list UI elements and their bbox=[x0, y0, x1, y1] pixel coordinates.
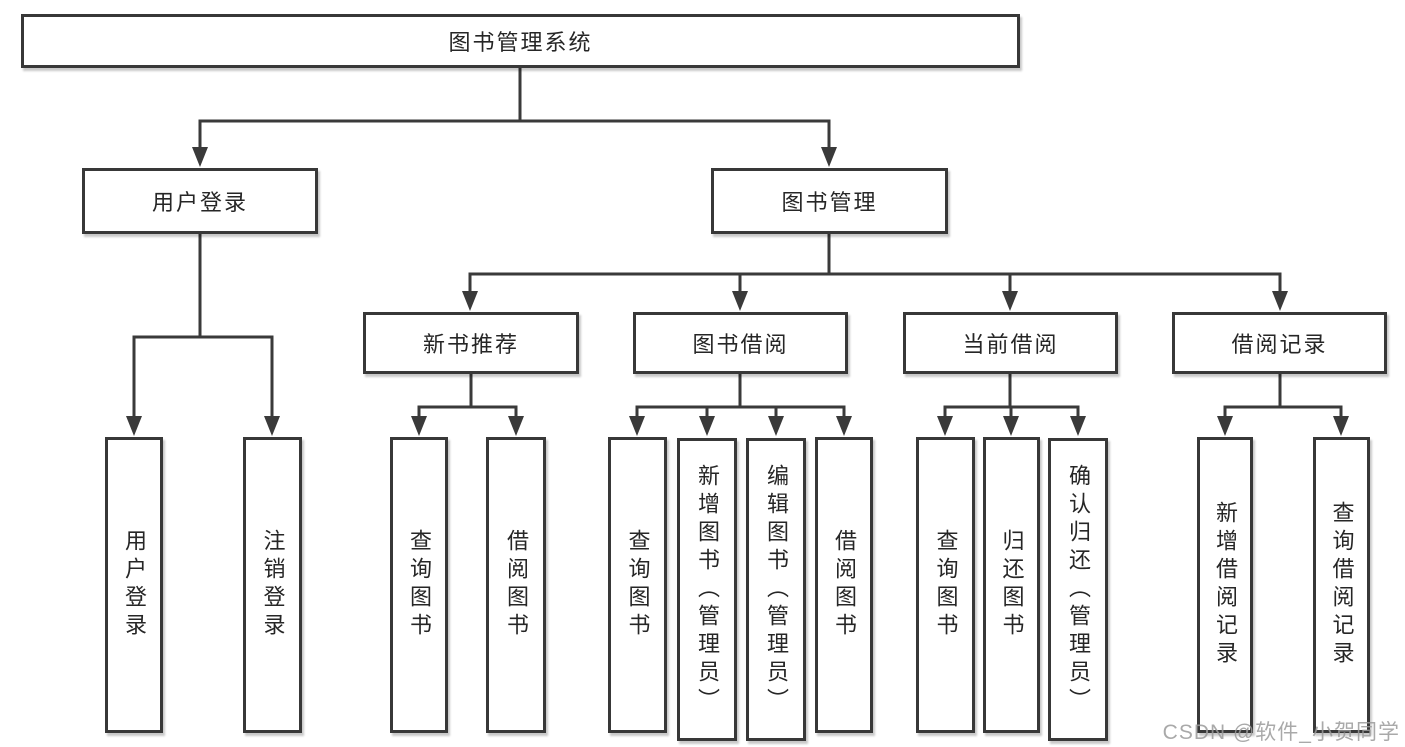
csdn-watermark: CSDN @软件_小贺同学 bbox=[1162, 721, 1400, 744]
leaf-query-books-recommend: 查询图书 bbox=[390, 437, 448, 733]
node-current-borrowing: 当前借阅 bbox=[903, 312, 1118, 374]
leaf-return-book: 归还图书 bbox=[983, 437, 1040, 733]
leaf-add-borrow-record: 新增借阅记录 bbox=[1197, 437, 1253, 733]
node-borrowing-records: 借阅记录 bbox=[1172, 312, 1387, 374]
node-book-borrowing: 图书借阅 bbox=[633, 312, 848, 374]
leaf-query-borrow-record: 查询借阅记录 bbox=[1313, 437, 1370, 733]
node-new-book-recommendation: 新书推荐 bbox=[363, 312, 579, 374]
tree-edges bbox=[132, 68, 1343, 418]
node-book-management: 图书管理 bbox=[711, 168, 948, 234]
leaf-borrow-books-borrowing: 借阅图书 bbox=[815, 437, 873, 733]
arrowheads bbox=[126, 147, 1349, 436]
leaf-add-book-admin: 新增图书（管理员） bbox=[677, 438, 737, 741]
leaf-query-books-borrowing: 查询图书 bbox=[608, 437, 667, 733]
leaf-borrow-books-recommend: 借阅图书 bbox=[486, 437, 546, 733]
leaf-user-login: 用户登录 bbox=[105, 437, 163, 733]
leaf-query-books-current: 查询图书 bbox=[916, 437, 975, 733]
leaf-logout: 注销登录 bbox=[243, 437, 302, 733]
node-library-management-system: 图书管理系统 bbox=[21, 14, 1020, 68]
leaf-confirm-return-admin: 确认归还（管理员） bbox=[1048, 438, 1108, 741]
leaf-edit-book-admin: 编辑图书（管理员） bbox=[746, 438, 806, 741]
node-user-login: 用户登录 bbox=[82, 168, 318, 234]
